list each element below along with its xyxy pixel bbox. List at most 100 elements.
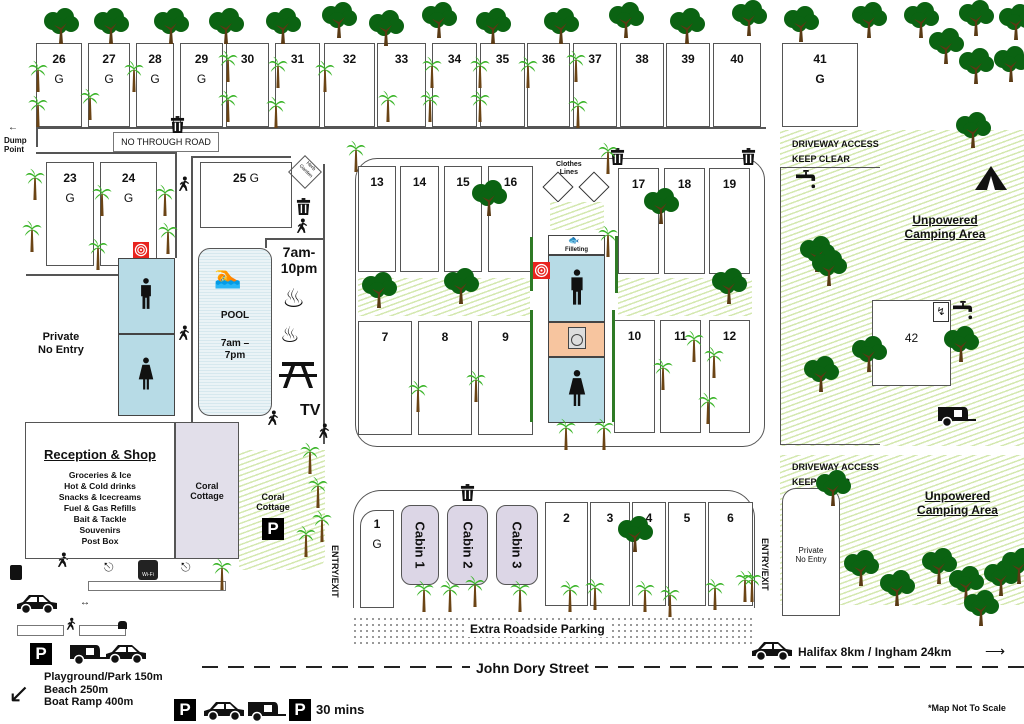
reception-item: Fuel & Gas Refills [63,503,137,513]
site-17[interactable]: 17 [618,168,659,274]
coral-cottage-label: Coral Cottage [190,481,224,502]
palm-icon [124,60,144,92]
palm-icon [660,585,680,617]
tent-icon [975,166,1007,190]
site-39[interactable]: 39 [666,43,710,127]
site-42[interactable]: 42 [872,300,951,386]
tree-icon [812,470,854,506]
tree-icon [708,268,750,304]
pool-label: POOL [220,310,250,321]
palm-icon [470,90,490,122]
not-to-scale-note: *Map Not To Scale [928,703,1006,713]
nearby-directions: Playground/Park 150m Beach 250m Boat Ram… [44,671,163,708]
site-9[interactable]: 9 [478,321,533,435]
site-12[interactable]: 12 [709,320,750,433]
extra-parking-label: Extra Roadside Parking [466,622,609,637]
pool[interactable] [198,248,272,416]
tree-icon [940,326,982,362]
palm-icon [266,96,286,128]
cabin-2[interactable]: Cabin 2 [447,505,488,585]
palm-icon [585,578,605,610]
grass-patch [550,202,604,230]
reception-item: Snacks & Icecreams [58,492,142,502]
palm-icon [22,220,42,252]
palm-icon [704,346,724,378]
no-through-road-sign: NO THROUGH ROAD [113,132,219,152]
reception-shop[interactable]: Reception & Shop Groceries & Ice Hot & C… [25,422,175,559]
site-31[interactable]: 31 [275,43,320,127]
fuel-pump-icon [10,565,22,580]
site-8[interactable]: 8 [418,321,472,435]
tree-icon [876,570,918,606]
site-30[interactable]: 30 [226,43,269,127]
palm-icon [218,50,238,82]
palm-icon [28,60,48,92]
walker-icon [267,410,279,426]
walker-icon [66,617,76,631]
garden-bed [88,581,226,591]
bbq-hours: 7am- 10pm [280,244,318,277]
site-2[interactable]: 2 [545,502,588,606]
site-7[interactable]: 7 [358,321,412,435]
site-32[interactable]: 32 [324,43,375,127]
site-13[interactable]: 13 [358,166,396,272]
parking-icon: P [289,699,311,721]
dump-point-label: Dump Point [4,136,27,155]
site-40[interactable]: 40 [713,43,761,127]
site-25[interactable]: 25 G [200,162,292,228]
tree-icon [205,8,247,44]
driveway-access-label: DRIVEWAY ACCESS KEEP CLEAR [792,139,879,164]
street-centerline [202,666,1024,668]
hedge [530,237,533,291]
filleting-station [548,235,605,255]
tree-icon [952,112,994,148]
tree-icon [358,272,400,308]
cabin-3[interactable]: Cabin 3 [496,505,538,585]
double-arrow-icon: ↔ [80,597,90,608]
site-19[interactable]: 19 [709,168,750,274]
coral-cottage[interactable] [175,422,239,559]
toilet-male-icon [139,277,153,310]
tree-icon [605,2,647,38]
caravan-icon [68,643,108,665]
palm-icon [88,238,108,270]
palm-icon [556,418,576,450]
palm-icon [698,392,718,424]
palm-icon [308,476,328,508]
site-37[interactable]: 37 [573,43,617,127]
site-14[interactable]: 14 [400,166,439,272]
car-icon [750,640,794,662]
tree-icon [640,188,682,224]
site-18[interactable]: 18 [664,168,705,274]
site-15[interactable]: 15 [444,166,482,272]
site-10[interactable]: 10 [614,320,655,433]
palm-icon [705,578,725,610]
cabin-1[interactable]: Cabin 1 [401,505,439,585]
walker-icon [296,218,308,234]
palm-icon [92,184,112,216]
garden-bed [79,625,126,636]
picnic-table-icon: ⎋ [104,560,114,574]
parking-icon: P [262,518,284,540]
car-icon [15,593,59,615]
unpowered-camping-label: Unpowered Camping Area [917,489,998,517]
picnic-table-icon: ⎋ [181,560,191,574]
site-11[interactable]: 11 [660,320,701,433]
site-33[interactable]: 33 [377,43,426,127]
caravan-icon [936,405,976,427]
tap-icon [796,170,816,190]
site-5[interactable]: 5 [668,502,706,606]
hedge [615,236,618,293]
site-38[interactable]: 38 [620,43,664,127]
palm-icon [155,184,175,216]
palm-icon [440,580,460,612]
arrow-right-icon: ⟶ [985,643,1006,659]
garden-bed [17,625,64,636]
